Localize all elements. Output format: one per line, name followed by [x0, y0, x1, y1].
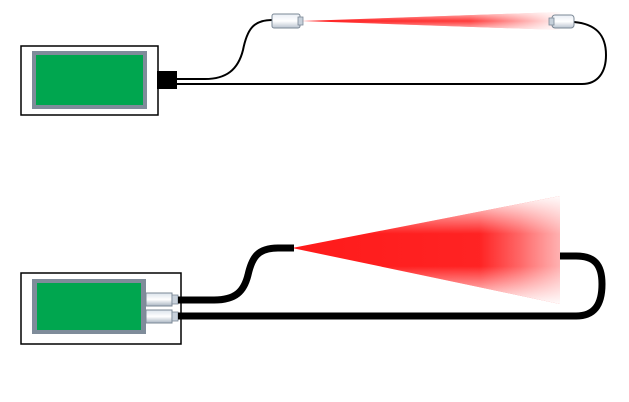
bottom-emitter-cable — [178, 244, 294, 304]
bottom-device-screen — [37, 283, 141, 330]
bottom-setup — [20, 196, 606, 345]
top-emitter-tip — [271, 13, 304, 29]
bottom-device — [20, 272, 182, 345]
top-light-beam — [302, 12, 560, 30]
bottom-light-beam — [292, 196, 560, 304]
bottom-return-cable — [178, 252, 606, 320]
top-device — [20, 45, 177, 116]
top-device-screen — [36, 55, 143, 105]
top-return-cable — [176, 21, 608, 85]
top-receiver-tip — [548, 14, 575, 29]
bottom-device-port-upper — [145, 292, 179, 307]
top-fiber-cable — [176, 19, 276, 80]
bottom-device-port-lower — [145, 309, 179, 324]
top-setup — [20, 12, 608, 116]
top-device-connector — [157, 71, 177, 89]
